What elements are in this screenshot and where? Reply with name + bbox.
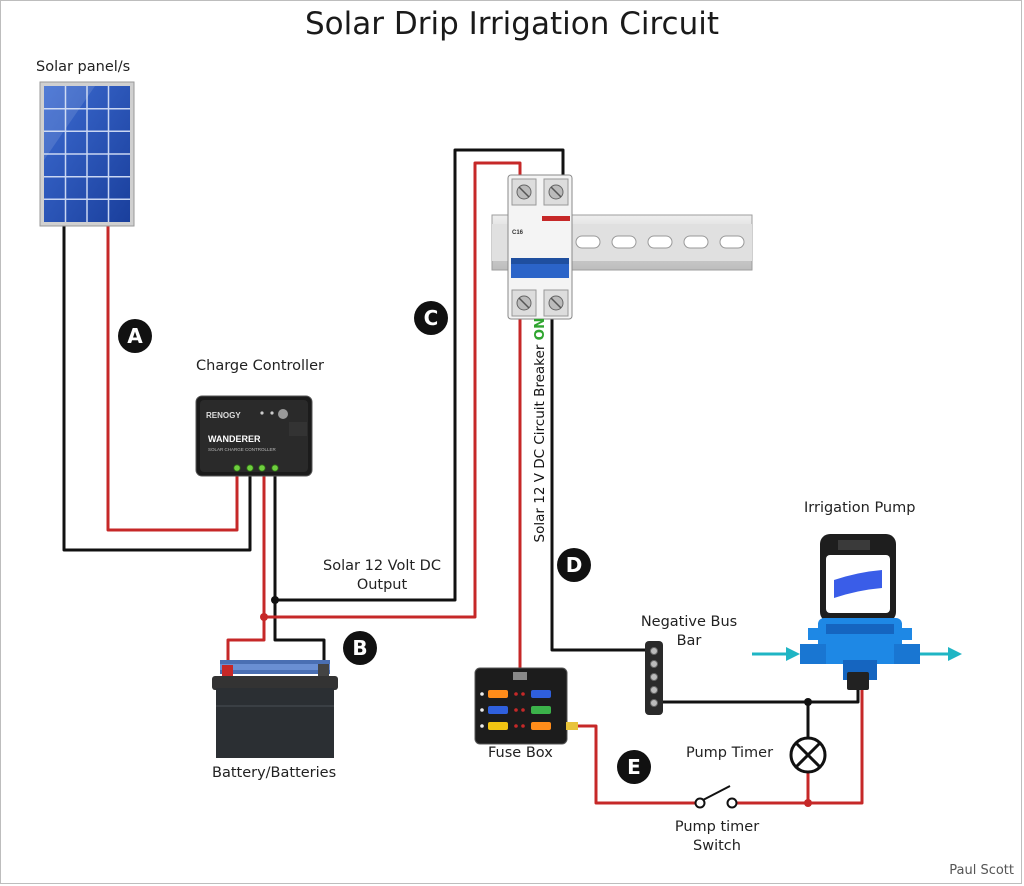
- panel-negative-wire: [62, 226, 252, 552]
- timer-switch-label-line1: Pump timer: [674, 819, 760, 835]
- junction-dot: [271, 596, 279, 604]
- solar-panel-label: Solar panel/s: [36, 59, 131, 75]
- fuse-box-icon: [474, 667, 578, 745]
- pump-timer-label: Pump Timer: [686, 745, 774, 761]
- irrigation-pump-label: Irrigation Pump: [804, 500, 916, 516]
- badge-c: C: [414, 301, 448, 335]
- badge-e: E: [617, 750, 651, 784]
- timer-switch-label-line2: Switch: [693, 838, 741, 854]
- switch-to-pump-wire: [734, 690, 864, 805]
- water-outlet-arrow-icon: [920, 647, 962, 661]
- negative-bus-bar-label: Negative Bus Bar: [634, 613, 744, 651]
- badge-a: A: [118, 319, 152, 353]
- solar-output-label-line2: Output: [356, 577, 408, 593]
- bus-to-pump-wire: [662, 690, 860, 704]
- battery-positive-wire: [226, 472, 266, 672]
- badge-b: B: [343, 631, 377, 665]
- battery-negative-wire: [273, 472, 326, 670]
- controller-brand: RENOGY: [206, 411, 241, 420]
- negative-bus-bar-label-line2: Bar: [676, 633, 702, 649]
- charge-controller-label: Charge Controller: [196, 358, 324, 374]
- junction-dot: [804, 698, 812, 706]
- timer-switch-icon: [694, 785, 738, 809]
- badge-d: D: [557, 548, 591, 582]
- pump-timer-lamp-icon: [789, 736, 827, 774]
- solar-panel-icon: [39, 81, 135, 227]
- battery-icon: [212, 660, 338, 758]
- solar-output-label-line1: Solar 12 Volt DC: [323, 558, 441, 574]
- battery-label: Battery/Batteries: [212, 765, 337, 781]
- irrigation-pump-icon: [800, 534, 920, 690]
- fuse-box-label: Fuse Box: [488, 745, 553, 761]
- charge-controller-icon: RENOGY WANDERER SOLAR CHARGE CONTROLLER: [195, 395, 313, 477]
- diagram-title: Solar Drip Irrigation Circuit: [304, 6, 719, 42]
- solar-output-label: Solar 12 Volt DC Output: [318, 557, 446, 595]
- output-positive-wire: [264, 161, 522, 619]
- circuit-breaker-label-text: Solar 12 V DC Circuit Breaker: [532, 344, 548, 543]
- junction-dot: [260, 613, 268, 621]
- output-negative-wire: [275, 148, 565, 602]
- water-inlet-arrow-icon: [752, 647, 800, 661]
- negative-bus-bar-label-line1: Negative Bus: [640, 614, 738, 630]
- controller-subtitle: SOLAR CHARGE CONTROLLER: [208, 447, 277, 452]
- circuit-breaker-label: Solar 12 V DC Circuit Breaker ON: [532, 318, 548, 543]
- fuse-to-switch-wire: [578, 724, 696, 805]
- circuit-breaker-icon: C16: [507, 174, 573, 320]
- breaker-to-bus-wire: [550, 318, 645, 652]
- junction-dot: [804, 799, 812, 807]
- negative-bus-bar-icon: [645, 641, 663, 715]
- wiring: [62, 148, 864, 805]
- breaker-rating: C16: [512, 230, 524, 236]
- controller-model: WANDERER: [208, 434, 261, 444]
- panel-positive-wire: [106, 226, 239, 532]
- circuit-breaker-on-text: ON: [532, 317, 548, 341]
- timer-switch-label: Pump timer Switch: [662, 818, 772, 856]
- author-credit: Paul Scott: [949, 863, 1014, 878]
